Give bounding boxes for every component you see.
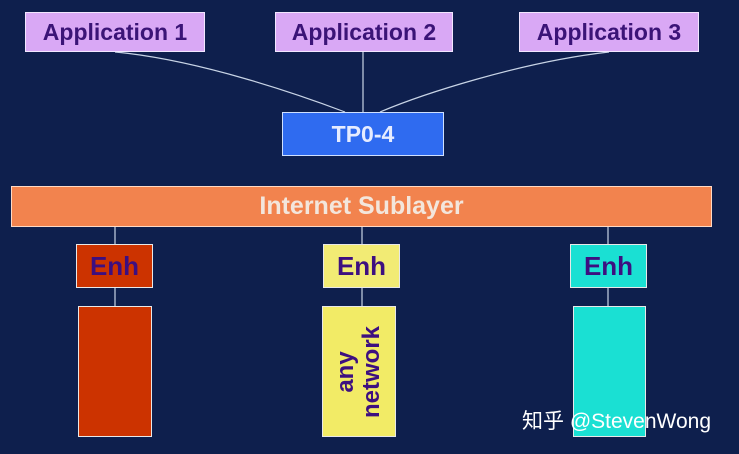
connector-app3-tp	[379, 51, 610, 113]
transport-label: TP0-4	[331, 120, 395, 147]
connector-app1-tp	[114, 51, 346, 113]
enhancer-label-2: Enh	[336, 250, 387, 281]
application-3-label: Application 3	[536, 18, 682, 45]
network-label-line-2: network	[358, 325, 385, 418]
network-label-line-1: any	[332, 350, 359, 393]
enhancer-box-1: Enh	[76, 244, 153, 288]
internet-sublayer-label: Internet Sublayer	[259, 192, 464, 220]
network-block-3	[573, 306, 646, 437]
application-2-label: Application 2	[291, 18, 437, 45]
internet-sublayer-bar: Internet Sublayer	[11, 186, 712, 227]
enhancer-box-3: Enh	[570, 244, 647, 288]
application-1-box: Application 1	[25, 12, 205, 52]
watermark: 知乎 @StevenWong	[522, 410, 712, 433]
network-block-2: any network	[322, 306, 396, 437]
application-1-label: Application 1	[42, 18, 188, 45]
enhancer-box-2: Enh	[323, 244, 400, 288]
application-3-box: Application 3	[519, 12, 699, 52]
network-vertical-label: any network	[332, 325, 385, 418]
enhancer-label-3: Enh	[583, 250, 634, 281]
network-block-1	[78, 306, 152, 437]
application-2-box: Application 2	[275, 12, 453, 52]
transport-box: TP0-4	[282, 112, 444, 156]
enhancer-label-1: Enh	[89, 250, 140, 281]
